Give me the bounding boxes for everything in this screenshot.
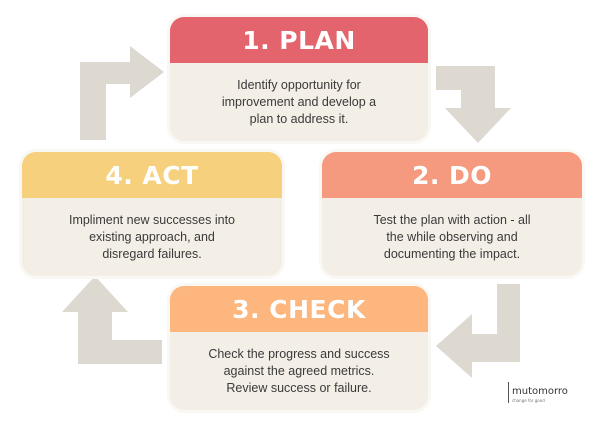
step-act-text: Impliment new successes into existing ap… [68, 212, 236, 261]
step-do-title: 2. DO [322, 152, 582, 198]
step-act-title: 4. ACT [22, 152, 282, 198]
step-check-text: Check the progress and success against t… [208, 346, 390, 395]
step-check-title: 3. CHECK [170, 286, 428, 332]
arrow-check-to-act [62, 276, 162, 364]
step-do-text: Test the plan with action - all the whil… [373, 212, 531, 261]
arrow-do-to-check [436, 284, 520, 378]
brand-tagline: change for good [512, 398, 545, 403]
step-plan-title: 1. PLAN [170, 17, 428, 63]
step-plan-card: 1. PLAN Identify opportunity for improve… [170, 17, 428, 141]
step-check-card: 3. CHECK Check the progress and success … [170, 286, 428, 410]
brand-logo: mutomorro change for good [508, 382, 568, 403]
step-do-card: 2. DO Test the plan with action - all th… [322, 152, 582, 276]
step-plan-text: Identify opportunity for improvement and… [221, 77, 377, 126]
arrow-plan-to-do [436, 66, 511, 143]
brand-name: mutomorro [512, 386, 568, 397]
arrow-act-to-plan [80, 46, 164, 140]
step-act-card: 4. ACT Impliment new successes into exis… [22, 152, 282, 276]
